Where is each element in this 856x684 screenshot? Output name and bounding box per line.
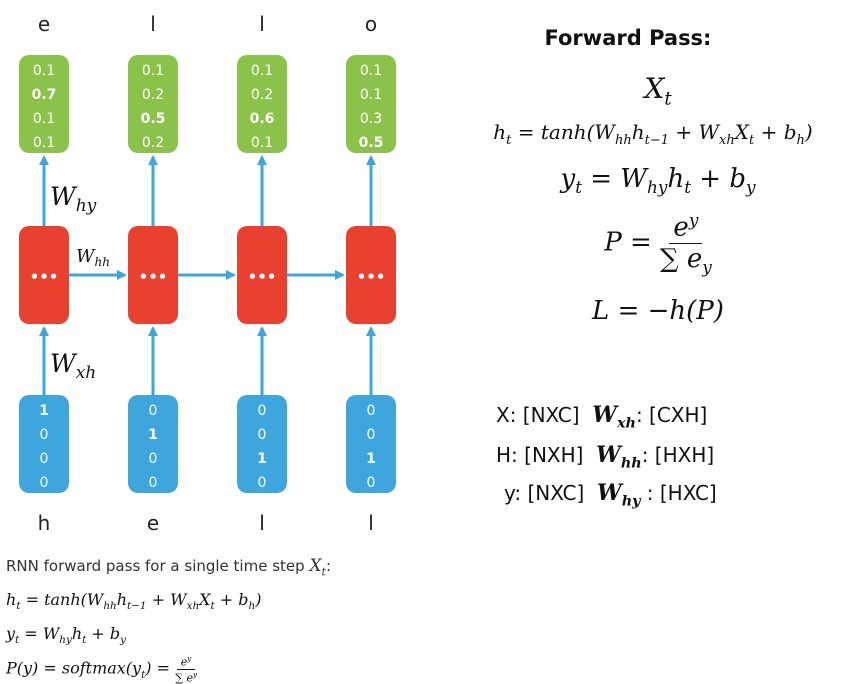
caption-y-equation: yt = Whyht + by [6, 624, 127, 647]
hidden-state-dots-2: ••• [248, 268, 277, 286]
weight-label-why: Why [50, 182, 97, 216]
dim-var-x: X: [NXC] [496, 403, 580, 427]
input-vector-box-2 [237, 395, 287, 493]
caption-var: Xt [309, 556, 326, 579]
input-value-0-1: 0 [40, 427, 49, 443]
input-value-0-2: 0 [40, 451, 49, 467]
caption-p-fraction: ey∑ ey [175, 654, 197, 684]
output-value-3-3: 0.5 [359, 135, 384, 151]
input-value-0-3: 0 [40, 475, 49, 491]
input-value-1-3: 0 [149, 475, 158, 491]
forward-p-equation: P = ey∑ ey [604, 210, 712, 277]
output-value-2-3: 0.1 [251, 135, 273, 151]
dim-weight-hy: Why [596, 480, 641, 510]
dim-shape-hh: : [HXH] [641, 443, 715, 467]
output-value-3-2: 0.3 [360, 111, 382, 127]
hidden-state-box-1 [128, 226, 178, 324]
output-value-0-2: 0.1 [33, 111, 55, 127]
input-letter-0: h [38, 511, 51, 535]
input-value-0-0: 1 [39, 403, 49, 419]
hidden-state-dots-0: ••• [30, 268, 59, 286]
output-value-3-0: 0.1 [360, 63, 382, 79]
input-value-1-2: 0 [149, 451, 158, 467]
caption-colon: : [326, 557, 332, 575]
output-value-1-0: 0.1 [142, 63, 164, 79]
output-value-1-1: 0.2 [142, 87, 164, 103]
hidden-state-dots-3: ••• [357, 268, 386, 286]
rnn-diagram: e h 0.1 0.7 0.1 0.1 ••• 1 0 0 0 l e 0.1 0.2 0.5 0.2 ••• 0 1… [19, 12, 396, 535]
output-value-2-0: 0.1 [251, 63, 273, 79]
arrows-layer [39, 155, 376, 395]
dim-row-y: y: [NXC] Why : [HXC] [504, 480, 717, 509]
output-letter-3: o [365, 12, 377, 36]
cells-layer: e h 0.1 0.7 0.1 0.1 ••• 1 0 0 0 l e 0.1 0.2 0.5 0.2 ••• 0 1… [19, 12, 396, 535]
hidden-state-dots-1: ••• [139, 268, 168, 286]
input-value-2-0: 0 [258, 403, 267, 419]
input-letter-2: l [259, 511, 265, 535]
hidden-state-box-0 [19, 226, 69, 324]
dim-row-h: H: [NXH] Whh: [HXH] [496, 442, 714, 471]
input-value-3-3: 0 [367, 475, 376, 491]
output-vector-box-0 [19, 55, 69, 153]
forward-y-equation: yt = Whyht + by [560, 164, 756, 198]
forward-pass-title: Forward Pass: [544, 26, 712, 50]
input-letter-1: e [147, 511, 159, 535]
input-value-2-2: 1 [257, 451, 267, 467]
dim-var-y: y: [NXC] [504, 481, 585, 505]
output-value-2-1: 0.2 [251, 87, 273, 103]
output-letter-1: l [150, 12, 156, 36]
weight-label-wxh: Wxh [50, 349, 96, 383]
forward-xt: Xt [644, 72, 672, 110]
input-value-3-0: 0 [367, 403, 376, 419]
caption-text: RNN forward pass for a single time step [6, 557, 305, 575]
output-letter-0: e [38, 12, 50, 36]
input-vector-box-0 [19, 395, 69, 493]
weight-label-wxh-sub: xh [76, 363, 97, 383]
input-value-1-1: 1 [148, 427, 158, 443]
weight-label-why-sub: hy [76, 196, 97, 216]
forward-l-equation: L = −h(P) [592, 296, 724, 326]
output-vector-box-1 [128, 55, 178, 153]
dim-weight-hh: Whh [596, 442, 642, 472]
forward-h-equation: ht = tanh(Whhht−1 + WxhXt + bh) [493, 120, 813, 148]
output-value-1-3: 0.2 [142, 135, 164, 151]
weight-label-whh-sub: hh [95, 255, 110, 269]
weight-label-whh: Whh [76, 246, 110, 269]
output-value-0-3: 0.1 [33, 135, 55, 151]
output-letter-2: l [259, 12, 265, 36]
caption-p-equation: P(y) = softmax(yt) = ey∑ ey [6, 654, 197, 684]
output-vector-box-3 [346, 55, 396, 153]
caption: RNN forward pass for a single time step … [6, 556, 331, 578]
input-vector-box-1 [128, 395, 178, 493]
output-value-3-1: 0.1 [360, 87, 382, 103]
input-value-3-2: 1 [366, 451, 376, 467]
dim-shape-hy: : [HXC] [640, 481, 717, 505]
output-value-0-0: 0.1 [33, 63, 55, 79]
input-value-2-3: 0 [258, 475, 267, 491]
output-value-0-1: 0.7 [32, 87, 57, 103]
forward-p-fraction: ey∑ ey [660, 210, 712, 277]
dim-var-h: H: [NXH] [496, 443, 584, 467]
dim-weight-xh: Wxh [592, 402, 636, 432]
input-vector-box-3 [346, 395, 396, 493]
hidden-state-box-2 [237, 226, 287, 324]
input-letter-3: l [368, 511, 374, 535]
input-value-2-1: 0 [258, 427, 267, 443]
input-value-3-1: 0 [367, 427, 376, 443]
hidden-state-box-3 [346, 226, 396, 324]
output-value-2-2: 0.6 [250, 111, 275, 127]
dim-row-x: X: [NXC] Wxh: [CXH] [496, 402, 707, 431]
caption-h-equation: ht = tanh(Whhht−1 + WxhXt + bh) [6, 590, 262, 613]
output-value-1-2: 0.5 [141, 111, 166, 127]
output-vector-box-2 [237, 55, 287, 153]
dim-shape-xh: : [CXH] [635, 403, 708, 427]
input-value-1-0: 0 [149, 403, 158, 419]
